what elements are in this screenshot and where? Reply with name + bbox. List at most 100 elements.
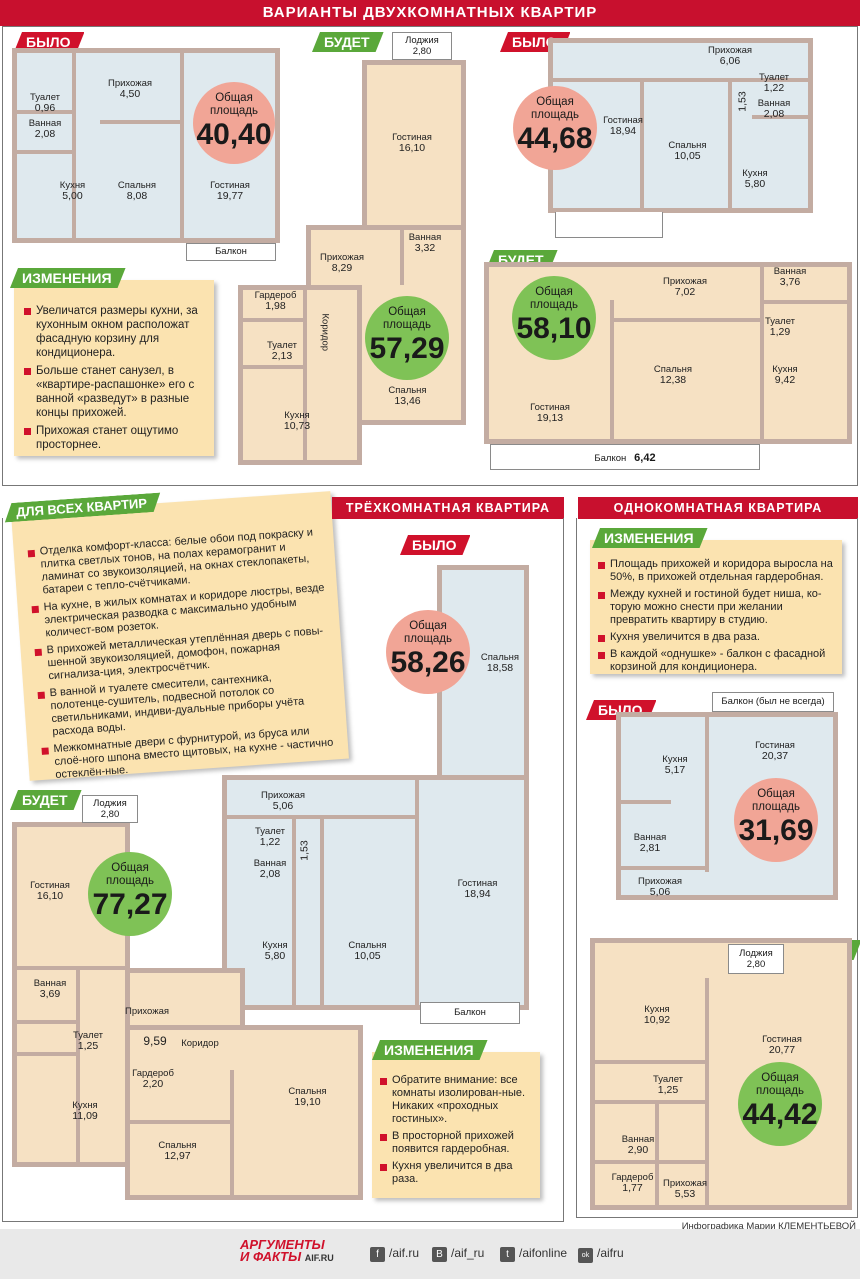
tag-was-a: БЫЛО [14,32,84,52]
changes-three-note: Обратите внимание: все комнаты изолирова… [372,1052,540,1198]
tag-changes-a: ИЗМЕНЕНИЯ [10,268,126,288]
room: Коридор [319,313,331,352]
room: 1,53 [736,91,749,112]
changes-one-note: Площадь прихожей и коридора выросла на 5… [590,540,842,674]
list-item: Кухня увеличится в два раза. [378,1160,534,1186]
tag-changes-three: ИЗМЕНЕНИЯ [372,1040,488,1060]
balcony [555,212,663,238]
social-facebook[interactable]: f/aif.ru [370,1246,419,1262]
three-will-plan-mid [125,968,245,1030]
facebook-icon: f [370,1247,385,1262]
tag-changes-one: ИЗМЕНЕНИЯ [592,528,708,548]
social-vk[interactable]: B/aif_ru [432,1246,484,1262]
balcony: Балкон (был не всегда) [712,692,834,712]
list-item: Между кухней и гостиной будет ниша, ко-т… [596,588,836,627]
tag-was-three: БЫЛО [400,535,470,555]
aif-logo[interactable]: АРГУМЕНТЫ И ФАКТЫ AIF.RU [240,1237,334,1264]
list-item: Обратите внимание: все комнаты изолирова… [378,1074,534,1126]
twitter-icon: t [500,1247,515,1262]
three-was-plan [222,775,529,1010]
list-item: Больше станет санузел, в «квартире-распа… [22,364,206,420]
list-item: В просторной прихожей появится гардеробн… [378,1130,534,1156]
one-room-frame [576,518,858,1218]
room: Коридор [181,1038,219,1049]
odnoklassniki-icon: ok [578,1248,593,1263]
balcony: Балкон 6,42 [490,444,760,470]
three-will-plan-lower [125,1025,363,1200]
list-item: Кухня увеличится в два раза. [596,631,836,644]
social-twitter[interactable]: t/aifonline [500,1246,567,1262]
main-title: ВАРИАНТЫ ДВУХКОМНАТНЫХ КВАРТИР [0,0,860,26]
balcony: Балкон [420,1002,520,1024]
three-room-frame [2,518,564,1222]
tag-will-a: БУДЕТ [312,32,384,52]
list-item: Прихожая станет ощутимо просторнее. [22,424,206,452]
two-room-frame [2,26,858,486]
list-item: Площадь прихожей и коридора выросла на 5… [596,558,836,584]
credit: Инфографика Марии КЛЕМЕНТЬЕВОЙ [681,1221,856,1232]
room: Прихожая [124,1006,170,1017]
tag-will-three: БУДЕТ [10,790,82,810]
social-ok[interactable]: ok/aifru [578,1246,624,1263]
balcony: Балкон [186,243,276,261]
changes-a-note: Увеличатся размеры кухни, за кухонным ок… [14,280,214,456]
one-will-plan [590,938,852,1210]
one-room-title: ОДНОКОМНАТНАЯ КВАРТИРА [578,497,858,519]
room: 1,53 [298,840,311,861]
